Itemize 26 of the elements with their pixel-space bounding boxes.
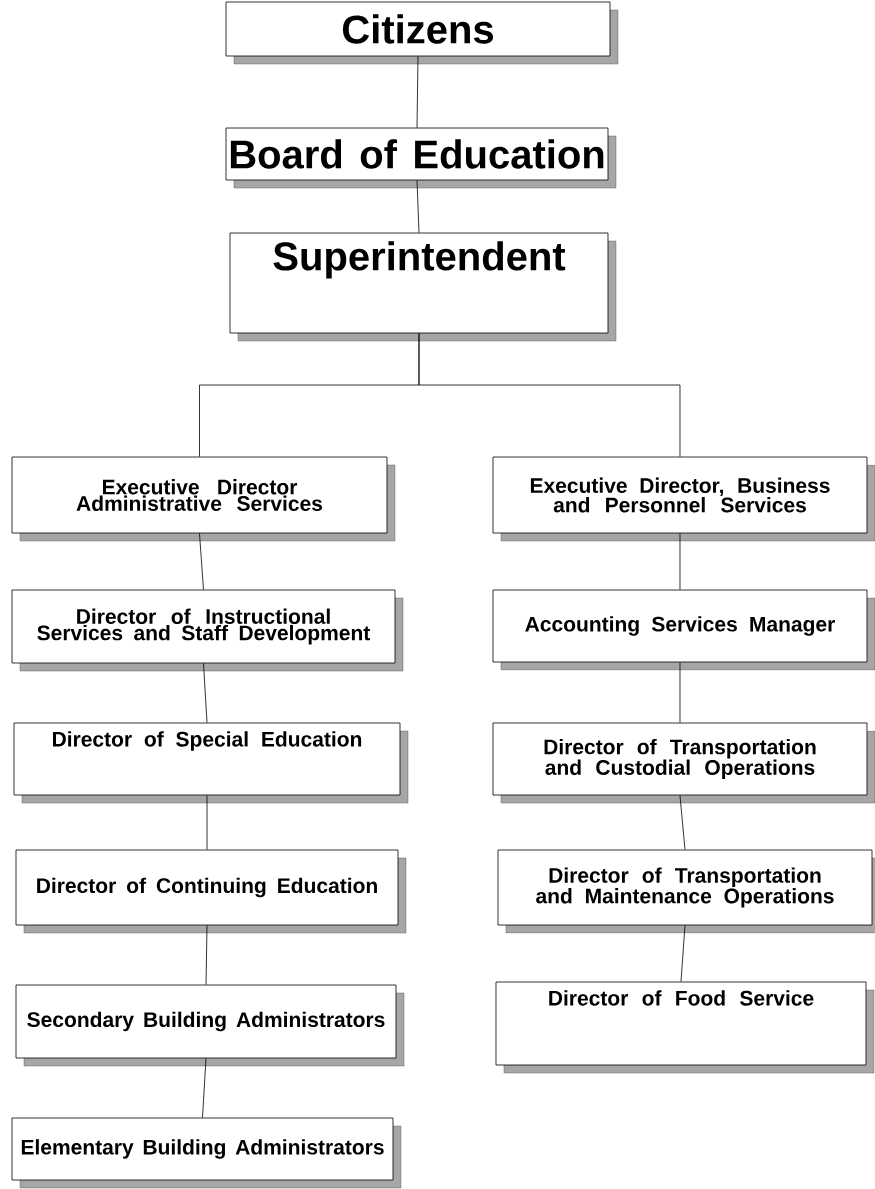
connector-line	[416, 180, 420, 233]
connector-line	[199, 533, 204, 590]
org-box: Accounting Services Manager	[492, 589, 875, 671]
connector-line	[679, 662, 681, 723]
org-box: Elementary Building Administrators	[11, 1117, 402, 1189]
org-box: Executive Director, Business and Personnel Services	[492, 456, 875, 542]
connector-line	[202, 1058, 207, 1118]
org-box: Board of Education	[225, 127, 617, 189]
connector-line	[203, 663, 208, 723]
org-box: Secondary Building Administrators	[15, 984, 405, 1067]
org-box: Director of Transportation and Custodial Operations	[492, 722, 875, 804]
org-box: Director of Food Service	[495, 981, 875, 1074]
connector-line	[679, 795, 686, 850]
connector-line	[418, 333, 681, 457]
org-box: Director of Special Education	[13, 722, 409, 804]
org-box: Director of Transportation and Maintenance Operations	[497, 849, 875, 934]
connector-line	[416, 56, 419, 128]
connector-line	[680, 925, 686, 982]
connector-line	[679, 533, 681, 590]
org-box: Director of Instructional Services and Staff Development	[11, 589, 404, 672]
org-box: Citizens	[225, 1, 619, 65]
org-box: Executive Director Administrative Services	[11, 456, 396, 542]
connector-line	[206, 795, 208, 850]
connector-line	[205, 925, 208, 985]
org-box: Director of Continuing Education	[15, 849, 407, 934]
org-box: Superintendent	[229, 232, 617, 342]
